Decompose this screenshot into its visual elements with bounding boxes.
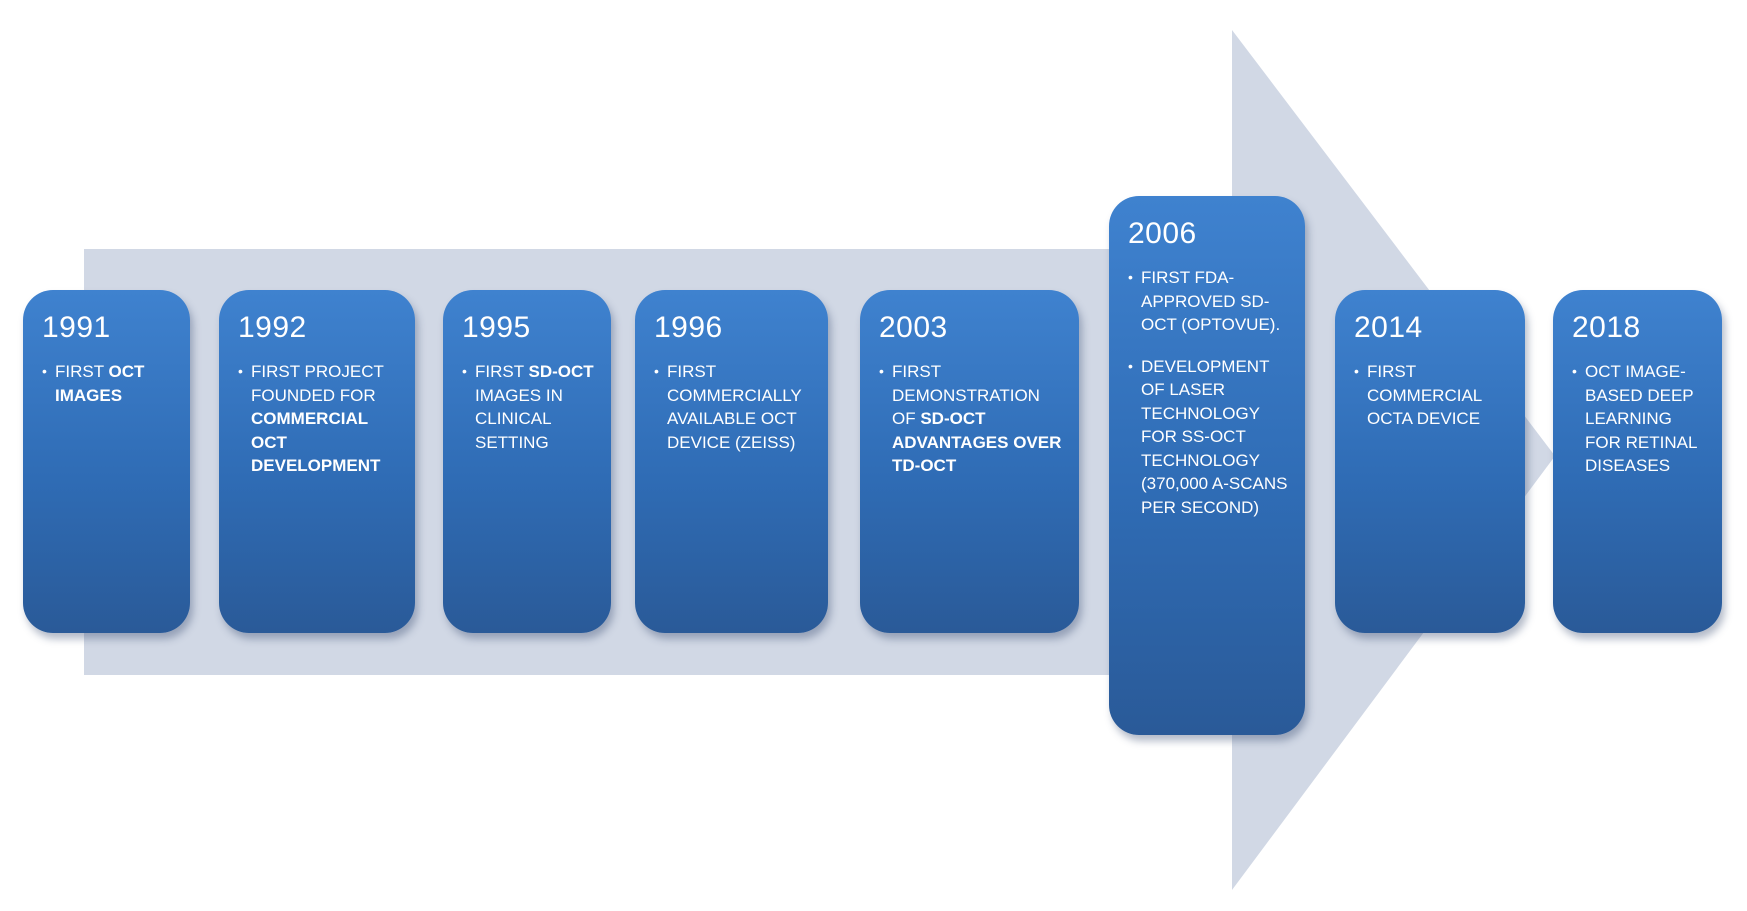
milestone-items: FIRST DEMONSTRATION OF SD-OCT ADVANTAGES… [879, 360, 1067, 478]
milestone-item-text: FIRST DEMONSTRATION OF [892, 362, 1040, 428]
milestone-item: FIRST FDA-APPROVED SD-OCT (OPTOVUE). [1128, 266, 1293, 337]
milestone-item-text: FIRST [55, 362, 109, 381]
milestone-item: OCT IMAGE-BASED DEEP LEARNING FOR RETINA… [1572, 360, 1710, 478]
milestone-item-text: FIRST FDA-APPROVED SD-OCT (OPTOVUE). [1141, 268, 1281, 334]
milestone-item-bold-text: COMMERCIAL OCT DEVELOPMENT [251, 409, 381, 475]
milestone-item: FIRST PROJECT FOUNDED FOR COMMERCIAL OCT… [238, 360, 403, 478]
milestone-year: 1992 [238, 311, 307, 344]
milestone-item: FIRST COMMERCIAL OCTA DEVICE [1354, 360, 1513, 431]
milestone-item-bold-text: OCT IMAGES [55, 362, 145, 405]
milestone-item: FIRST OCT IMAGES [42, 360, 178, 407]
milestone-items: FIRST COMMERCIAL OCTA DEVICE [1354, 360, 1513, 431]
milestone-year: 2018 [1572, 311, 1641, 344]
milestone-item-text: FIRST COMMERCIAL OCTA DEVICE [1367, 362, 1482, 428]
milestone-items: FIRST FDA-APPROVED SD-OCT (OPTOVUE). DEVE… [1128, 266, 1293, 519]
milestone-item: FIRST COMMERCIALLY AVAILABLE OCT DEVICE … [654, 360, 816, 454]
milestone-card-1992: 1992 FIRST PROJECT FOUNDED FOR COMMERCIA… [219, 290, 415, 633]
milestone-year: 2006 [1128, 217, 1197, 250]
milestone-item-text: OCT IMAGE-BASED DEEP LEARNING FOR RETINA… [1585, 362, 1697, 475]
milestone-year: 1996 [654, 311, 723, 344]
milestone-year: 1991 [42, 311, 111, 344]
milestone-year: 2014 [1354, 311, 1423, 344]
milestone-items: FIRST COMMERCIALLY AVAILABLE OCT DEVICE … [654, 360, 816, 454]
milestone-item: DEVELOPMENT OF LASER TECHNOLOGY FOR SS-O… [1128, 355, 1293, 520]
milestone-items: FIRST SD-OCT IMAGES IN CLINICAL SETTING [462, 360, 599, 454]
milestone-card-1991: 1991 FIRST OCT IMAGES [23, 290, 190, 633]
milestone-items: OCT IMAGE-BASED DEEP LEARNING FOR RETINA… [1572, 360, 1710, 478]
milestone-year: 2003 [879, 311, 948, 344]
milestone-card-2014: 2014 FIRST COMMERCIAL OCTA DEVICE [1335, 290, 1525, 633]
milestone-items: FIRST OCT IMAGES [42, 360, 178, 407]
milestone-card-1996: 1996 FIRST COMMERCIALLY AVAILABLE OCT DE… [635, 290, 828, 633]
milestone-item-text: DEVELOPMENT OF LASER TECHNOLOGY FOR SS-O… [1141, 356, 1288, 517]
milestone-item-text: IMAGES IN CLINICAL SETTING [475, 385, 563, 452]
milestone-item-bold-text: SD-OCT [528, 362, 594, 381]
milestone-item: FIRST DEMONSTRATION OF SD-OCT ADVANTAGES… [879, 360, 1067, 478]
milestone-year: 1995 [462, 311, 531, 344]
milestone-item-bold-text: SD-OCT ADVANTAGES OVER TD-OCT [892, 409, 1062, 475]
milestone-card-2006: 2006 FIRST FDA-APPROVED SD-OCT (OPTOVUE)… [1109, 196, 1305, 735]
milestone-card-2018: 2018 OCT IMAGE-BASED DEEP LEARNING FOR R… [1553, 290, 1722, 633]
milestone-item: FIRST SD-OCT IMAGES IN CLINICAL SETTING [462, 360, 599, 454]
milestone-item-text: FIRST [475, 362, 529, 381]
milestone-item-text: FIRST COMMERCIALLY AVAILABLE OCT DEVICE … [667, 362, 802, 452]
milestone-card-1995: 1995 FIRST SD-OCT IMAGES IN CLINICAL SET… [443, 290, 611, 633]
milestone-items: FIRST PROJECT FOUNDED FOR COMMERCIAL OCT… [238, 360, 403, 478]
milestone-card-2003: 2003 FIRST DEMONSTRATION OF SD-OCT ADVAN… [860, 290, 1079, 633]
milestone-item-text: FIRST PROJECT FOUNDED FOR [251, 362, 384, 405]
